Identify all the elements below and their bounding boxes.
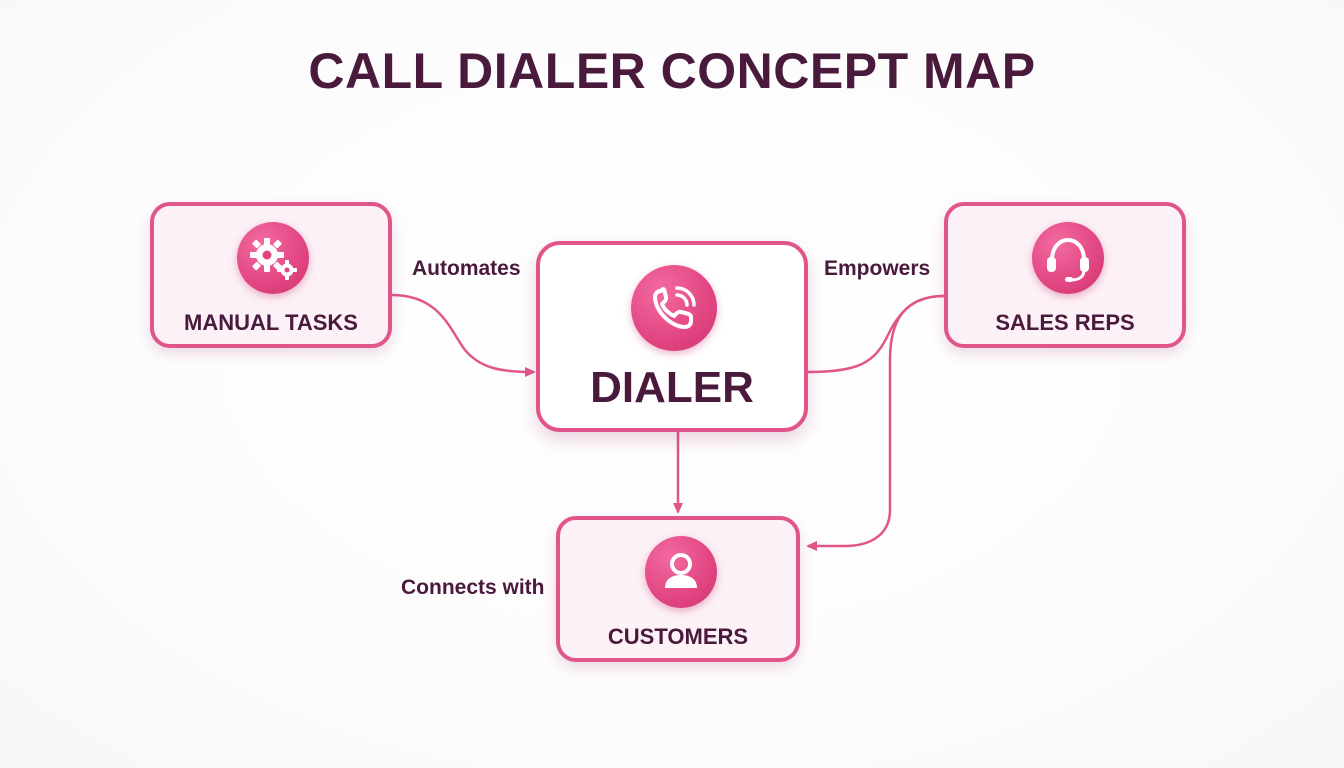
page-title: CALL DIALER CONCEPT MAP bbox=[308, 43, 1036, 99]
node-label-customers: CUSTOMERS bbox=[607, 624, 749, 649]
edge-label-automates: Automates bbox=[412, 257, 521, 280]
node-label-sales-reps: SALES REPS bbox=[995, 310, 1135, 335]
phone-ringing-icon bbox=[631, 265, 717, 351]
node-dialer[interactable]: DIALER bbox=[536, 241, 808, 432]
node-manual-tasks[interactable]: MANUAL TASKS bbox=[150, 202, 392, 348]
node-label-manual-tasks: MANUAL TASKS bbox=[184, 310, 358, 335]
headset-icon bbox=[1032, 222, 1104, 294]
edge-reps-to-customers-line bbox=[806, 294, 945, 551]
node-customers[interactable]: CUSTOMERS bbox=[556, 516, 800, 662]
edge-automates-line bbox=[391, 293, 536, 377]
edge-label-connects-with: Connects with bbox=[401, 576, 545, 599]
gears-icon bbox=[237, 222, 309, 294]
node-sales-reps[interactable]: SALES REPS bbox=[944, 202, 1186, 348]
edge-label-empowers: Empowers bbox=[824, 257, 931, 280]
edge-empowers-line bbox=[807, 294, 945, 374]
node-label-dialer: DIALER bbox=[590, 363, 754, 412]
user-icon bbox=[645, 536, 717, 608]
